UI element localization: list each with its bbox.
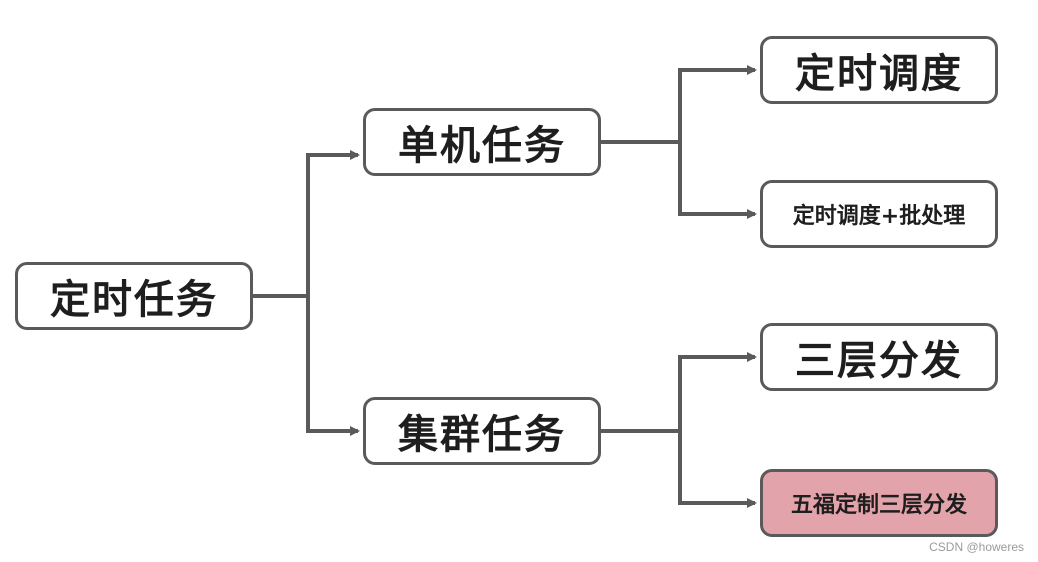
connector-branch-2-children: [601, 357, 682, 503]
root-node: 定时任务: [15, 262, 253, 330]
leaf-node-2-1: 三层分发: [760, 323, 998, 391]
branch-node-2-label: 集群任务: [398, 412, 566, 458]
leaf-node-1-1: 定时调度: [760, 36, 998, 104]
root-node-label: 定时任务: [50, 277, 218, 323]
leaf-node-2-1-label: 三层分发: [795, 338, 963, 384]
branch-node-1-label: 单机任务: [398, 123, 566, 169]
leaf-node-1-1-label: 定时调度: [795, 51, 963, 97]
connector-branch-1-children: [601, 70, 682, 214]
leaf-node-2-2-label: 五福定制三层分发: [790, 493, 967, 518]
branch-node-1: 单机任务: [363, 108, 601, 176]
branch-node-2: 集群任务: [363, 397, 601, 465]
leaf-node-2-2-highlighted: 五福定制三层分发: [760, 469, 998, 537]
watermark: CSDN @howeres: [929, 540, 1024, 554]
leaf-node-1-2-label: 定时调度+批处理: [792, 204, 966, 229]
leaf-node-1-2: 定时调度+批处理: [760, 180, 998, 248]
connector-root-to-branches: [253, 155, 310, 431]
